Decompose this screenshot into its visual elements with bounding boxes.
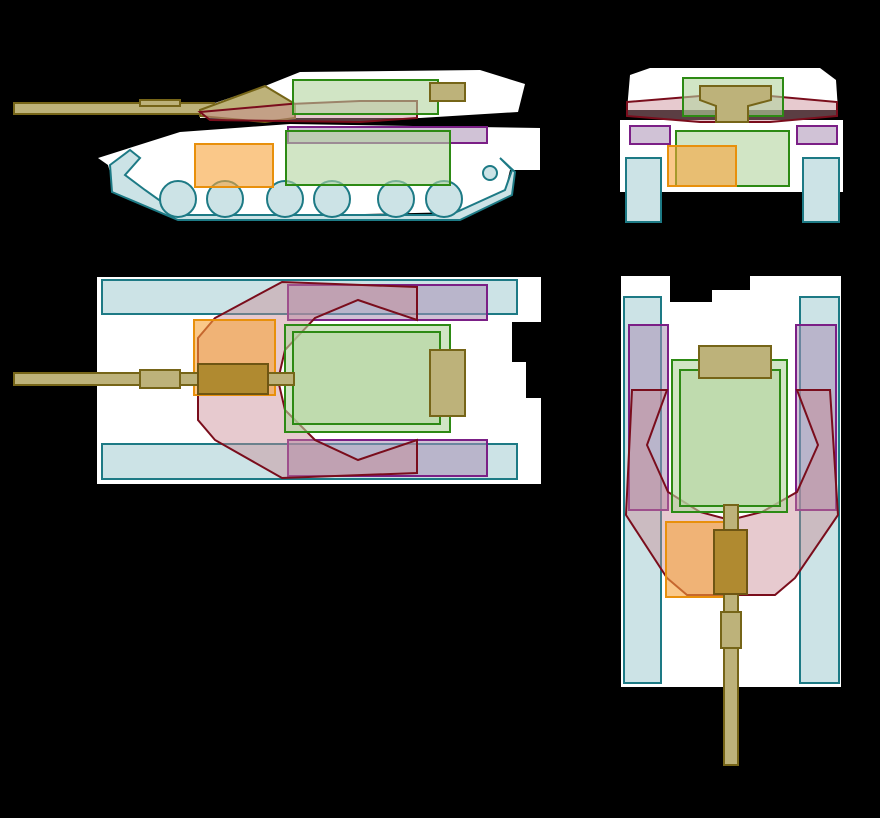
vertical-top-view	[621, 276, 841, 766]
front-view	[620, 68, 843, 223]
side-gun-barrel	[13, 102, 215, 115]
side-track	[108, 148, 517, 221]
vertical-turret-crew	[679, 369, 781, 507]
side-gun-mantlet	[199, 84, 296, 124]
side-view	[13, 70, 540, 221]
front-skirt-right	[796, 125, 838, 145]
road-wheel	[159, 180, 197, 218]
idler-wheel	[482, 165, 498, 181]
vertical-gun-breech	[713, 529, 748, 595]
road-wheel	[425, 180, 463, 218]
road-wheels	[159, 165, 498, 218]
top-gun-evacuator	[139, 369, 181, 389]
vertical-gun-evacuator	[720, 611, 742, 649]
front-gun-mantlet	[699, 85, 772, 123]
front-track-right	[802, 157, 840, 223]
side-ammo-storage	[194, 143, 274, 188]
front-track-left	[625, 157, 662, 223]
vertical-turret-bustle	[698, 345, 772, 379]
side-gun-evacuator	[139, 99, 181, 107]
top-skirt-right	[287, 439, 488, 477]
front-ammo-storage	[667, 145, 737, 187]
road-wheel	[313, 180, 351, 218]
vertical-skirt-left	[628, 324, 669, 511]
top-turret-bustle	[429, 349, 466, 417]
side-turret-crew	[292, 79, 439, 115]
front-skirt-left	[629, 125, 671, 145]
top-view	[13, 277, 541, 484]
top-turret-crew	[292, 331, 441, 425]
top-gun-breech	[197, 363, 269, 395]
top-skirt-left	[287, 284, 488, 321]
road-wheel	[377, 180, 415, 218]
side-hull-crew	[285, 130, 451, 186]
side-turret-bustle	[429, 82, 466, 102]
